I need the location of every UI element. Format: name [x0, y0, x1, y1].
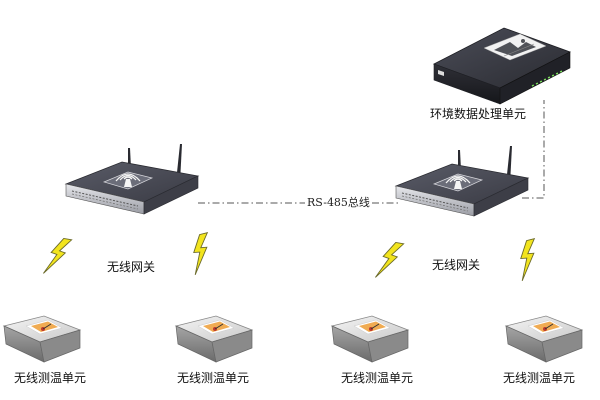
data-processing-unit-icon [433, 27, 571, 105]
gateway-right-label: 无线网关 [432, 258, 481, 272]
lightning-bolt-icon [374, 239, 405, 282]
sensor-label: 无线测温单元 [341, 371, 414, 385]
temperature-sensor-icon [3, 315, 81, 363]
wireless-gateway-left-icon [65, 143, 199, 215]
sensor-label: 无线测温单元 [177, 371, 250, 385]
gateway-left-label: 无线网关 [107, 260, 156, 274]
bus-label: RS-485总线 [305, 196, 372, 210]
processor-label: 环境数据处理单元 [430, 107, 527, 121]
temperature-sensor-icon [175, 315, 253, 363]
temperature-sensor-icon [331, 315, 409, 363]
lightning-bolt-icon [42, 235, 73, 278]
temperature-sensor-icon [505, 315, 583, 363]
lightning-bolt-icon [185, 232, 217, 276]
wireless-gateway-right-icon [395, 145, 529, 217]
sensor-label: 无线测温单元 [503, 371, 576, 385]
sensor-label: 无线测温单元 [14, 371, 87, 385]
lightning-bolt-icon [512, 238, 544, 282]
processor-link-line [522, 100, 545, 199]
